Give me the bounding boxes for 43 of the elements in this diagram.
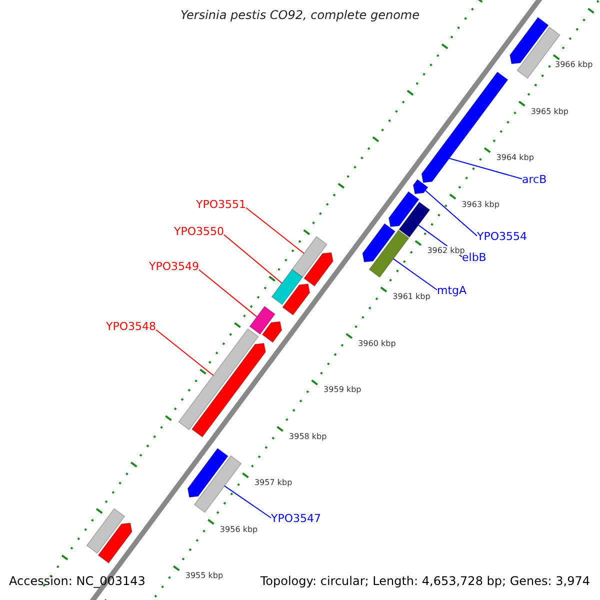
gene-feature	[98, 522, 132, 564]
gene-feature	[304, 252, 334, 287]
gene-feature	[412, 178, 428, 194]
gene-label: YPO3549	[149, 260, 200, 273]
scale-label: 3957 kbp	[254, 478, 292, 488]
leader-line	[224, 485, 272, 518]
gene-feature	[187, 448, 229, 498]
gene-label: YPO3551	[196, 198, 246, 211]
leader-line	[224, 234, 282, 284]
scale-label: 3964 kbp	[496, 153, 534, 162]
scale-label: 3961 kbp	[392, 292, 430, 302]
scale-label: 3965 kbp	[530, 106, 569, 116]
scale-label: 3958 kbp	[289, 432, 327, 441]
gene-label: YPO3550	[174, 225, 224, 238]
gene-feature	[362, 223, 396, 262]
title: Yersinia pestis CO92, complete genome	[180, 8, 420, 22]
gene-label: arcB	[522, 173, 547, 186]
gene-feature	[262, 321, 282, 343]
scale-label: 3960 kbp	[358, 338, 396, 348]
gene-label: YPO3547	[271, 512, 322, 525]
leader-line	[246, 207, 304, 254]
gene-feature	[191, 342, 266, 438]
leader-line	[392, 258, 438, 290]
gene-label: elbB	[462, 251, 486, 264]
gene-label: YPO3548	[106, 320, 156, 333]
scale-label: 3955 kbp	[185, 571, 224, 580]
scale-label: 3956 kbp	[220, 524, 258, 534]
leader-line	[156, 329, 214, 376]
gene-bar	[291, 236, 328, 278]
gene-feature	[510, 16, 549, 64]
genome-summary-text: Topology: circular; Length: 4,653,728 bp; Genes: 3,974	[260, 574, 590, 588]
leader-line	[198, 269, 258, 318]
gene-feature	[388, 191, 420, 228]
scale-label: 3959 kbp	[324, 385, 362, 394]
accession-text: Accession: NC_003143	[9, 574, 146, 588]
gene-label: mtgA	[437, 284, 467, 297]
leader-line	[448, 158, 522, 180]
gene-label: YPO3554	[477, 230, 528, 243]
gene-feature	[282, 283, 310, 316]
scale-label: 3966 kbp	[555, 60, 593, 70]
scale-label: 3962 kbp	[427, 246, 465, 255]
scale-label: 3963 kbp	[462, 200, 500, 209]
leader-line	[424, 190, 478, 236]
